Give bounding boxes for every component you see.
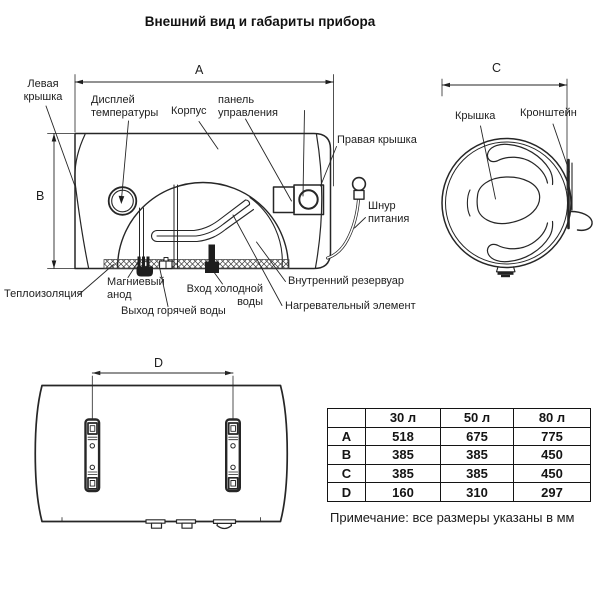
table-cell: 450 — [513, 445, 591, 465]
dim-letter-b: B — [36, 189, 45, 203]
table-col-50l: 50 л — [440, 408, 514, 428]
label-inner-tank: Внутренний резервуар — [288, 275, 405, 287]
label-cold-water-inlet: Вход холодной воды — [186, 283, 263, 308]
table-corner-cell — [327, 408, 366, 428]
label-insulation: Теплоизоляция — [4, 288, 83, 300]
table-cell: 385 — [365, 445, 441, 465]
table-cell: 297 — [513, 482, 591, 502]
table-cell: 385 — [440, 463, 514, 484]
label-heating-element: Нагревательный элемент — [285, 300, 416, 312]
table-col-30l: 30 л — [365, 408, 441, 428]
table-cell: 775 — [513, 426, 591, 447]
table-row: A 518 675 775 — [327, 426, 591, 447]
table-row: D 160 310 297 — [327, 482, 591, 502]
table-cell: 385 — [440, 445, 514, 465]
label-left-cover: Левая крышка — [23, 78, 63, 103]
table-cell: 450 — [513, 463, 591, 484]
label-power-cord: Шнур питания — [368, 200, 410, 225]
row-label: C — [327, 463, 366, 484]
label-magnesium-anode: Магниевый анод — [107, 276, 165, 301]
row-label: D — [327, 482, 366, 502]
dim-letter-d: D — [154, 356, 164, 370]
label-bracket: Кронштейн — [520, 107, 577, 119]
table-cell: 675 — [440, 426, 514, 447]
page-title: Внешний вид и габариты прибора — [144, 14, 376, 29]
label-control-panel: панель управления — [218, 94, 278, 119]
dimensions-table: 30 л 50 л 80 л A 518 675 775 B 385 385 4… — [327, 408, 591, 502]
table-col-80l: 80 л — [513, 408, 591, 428]
table-row: C 385 385 450 — [327, 463, 591, 484]
table-cell: 310 — [440, 482, 514, 502]
table-cell: 518 — [365, 426, 441, 447]
row-label: B — [327, 445, 366, 465]
dim-letter-c: C — [492, 61, 502, 75]
label-cover: Крышка — [455, 110, 496, 122]
row-label: A — [327, 426, 366, 447]
label-temperature-display: Дисплей температуры — [91, 94, 159, 119]
table-header-row: 30 л 50 л 80 л — [327, 408, 591, 428]
label-hot-water-outlet: Выход горячей воды — [121, 305, 226, 317]
note-text: Примечание: все размеры указаны в мм — [330, 510, 575, 525]
dim-letter-a: A — [195, 63, 204, 77]
label-body: Корпус — [171, 105, 207, 117]
table-cell: 385 — [365, 463, 441, 484]
table-row: B 385 385 450 — [327, 445, 591, 465]
table-cell: 160 — [365, 482, 441, 502]
label-right-cover: Правая крышка — [337, 134, 417, 146]
